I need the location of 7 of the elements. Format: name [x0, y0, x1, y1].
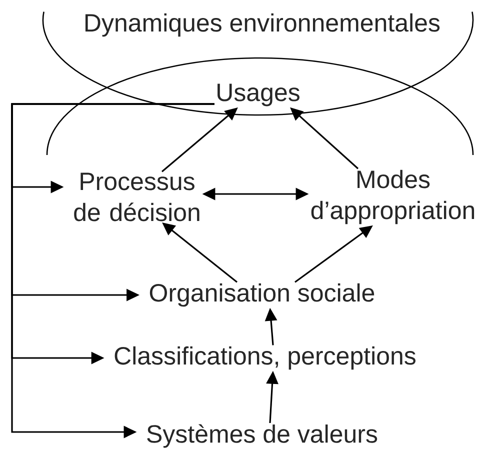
label-text: Organisation sociale [150, 283, 374, 307]
label-text: Classifications, perceptions [114, 346, 416, 370]
label-text: Modes d’appropriation [311, 170, 474, 224]
label-text: Processus de décision [74, 172, 200, 222]
label-text: Dynamiques environnementales [85, 13, 440, 37]
label-text: Systèmes de valeurs [147, 424, 378, 448]
label-text: Usages [218, 84, 300, 106]
